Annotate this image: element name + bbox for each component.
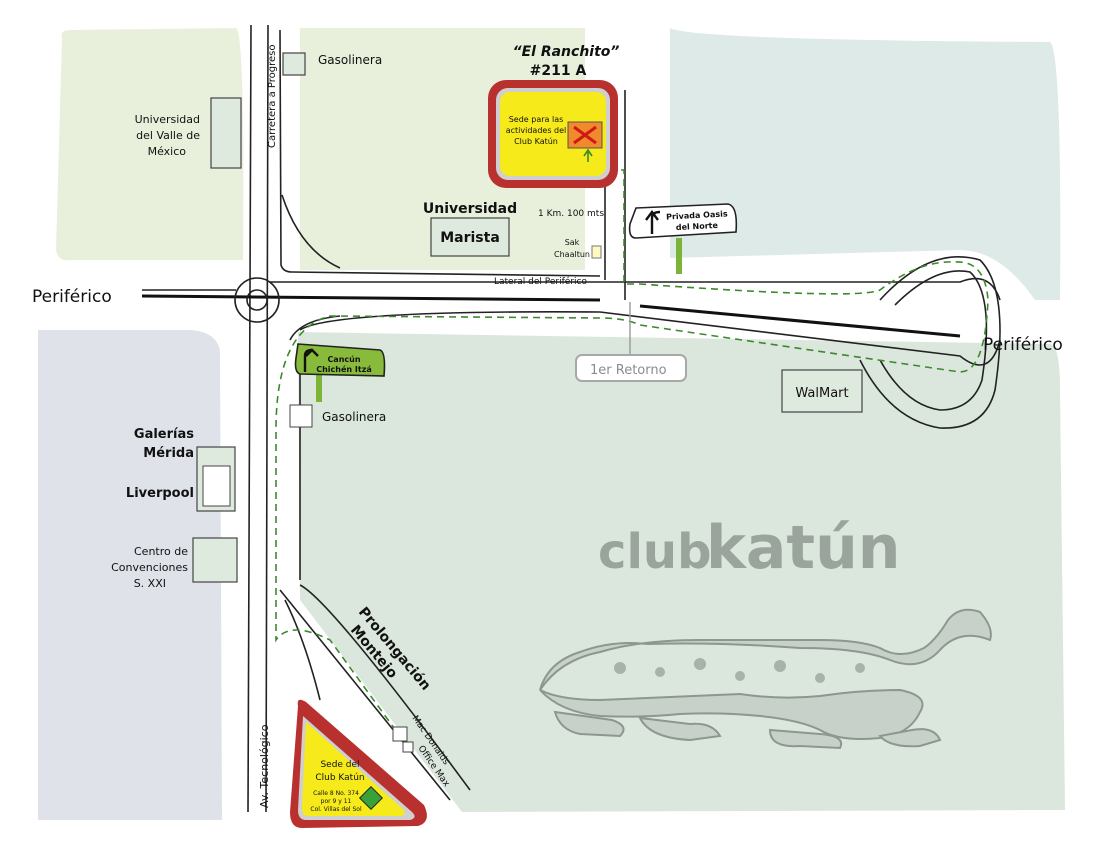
uvm-building [210, 97, 242, 169]
convenciones-building [192, 537, 238, 583]
sede-title-2: Club Katún [315, 773, 364, 783]
liverpool-building [202, 465, 231, 507]
sede-addr-3: Col. Villas del Sol [310, 806, 362, 813]
lateral-label: Lateral del Periférico [494, 276, 587, 287]
turn-right-icon [303, 348, 319, 372]
macdonalds-box [392, 726, 408, 742]
walmart-label: WalMart [795, 386, 848, 401]
marista-label-2: Marista [440, 230, 500, 246]
turn-left-icon [645, 210, 661, 234]
uvm-label-2: del Valle de [136, 129, 200, 142]
centro-label-2: Convenciones [111, 561, 188, 574]
centro-label-3: S. XXI [134, 577, 166, 590]
ranchito-title-1: “El Ranchito” [513, 44, 620, 60]
periferico-west-label: Periférico [32, 287, 112, 307]
cancun-sign-text-1: Cancún [327, 355, 360, 364]
ranchito-text-1: Sede para las [509, 115, 564, 124]
marista-label-1: Universidad [423, 201, 517, 217]
uvm-label-1: Universidad [135, 113, 200, 126]
retorno-text: 1er Retorno [590, 363, 667, 378]
sede-title-1: Sede del [320, 760, 359, 770]
ranchito-text-3: Club Katún [514, 137, 558, 146]
zone-northwest [56, 28, 244, 261]
gasolinera-north-box [282, 52, 306, 76]
sede-marker [358, 785, 384, 811]
ranchito-venue[interactable] [488, 80, 618, 188]
ranchito-title-2: #211 A [530, 63, 587, 79]
sign-privada-oasis [628, 203, 738, 274]
logo-katun: katún [706, 513, 901, 583]
zone-west [38, 330, 222, 820]
oasis-sign-text-2: del Norte [676, 221, 719, 232]
sak-box [591, 245, 602, 259]
retorno-label [575, 302, 687, 382]
ranchito-text-2: actividades del [506, 126, 567, 135]
marista-building [430, 217, 510, 257]
distance-label: 1 Km. 100 mts [538, 209, 604, 219]
sign-cancun [294, 343, 386, 402]
galerias-label-1: Galerías [134, 427, 194, 442]
jaguar-illustration [539, 608, 992, 750]
sak-label-1: Sak [565, 238, 580, 247]
logo-club: club [598, 524, 711, 580]
carretera-progreso-label: Carretera a Progreso [267, 45, 278, 148]
av-tecnologico-label: Av. Tecnológico [258, 724, 271, 808]
periferico-line-west [141, 294, 601, 302]
officemax-box [402, 741, 414, 753]
gasolinera-south-box [289, 404, 313, 428]
close-icon [573, 125, 597, 145]
arrow-up-icon [583, 148, 593, 162]
walmart-building [781, 369, 863, 413]
galerias-label-2: Mérida [143, 446, 194, 461]
centro-label-1: Centro de [134, 545, 188, 558]
oasis-sign-text-1: Privada Oasis [666, 209, 728, 221]
liverpool-label: Liverpool [126, 486, 194, 501]
sede-venue[interactable] [290, 699, 427, 828]
gasolinera-south-label: Gasolinera [322, 410, 386, 424]
zone-northeast [670, 28, 1061, 300]
periferico-line-east [639, 304, 961, 338]
sede-addr-1: Calle 8 No. 374 [313, 790, 359, 797]
gasolinera-north-label: Gasolinera [318, 53, 382, 67]
cancun-sign-text-2: Chichén Itzá [316, 364, 372, 374]
sede-addr-2: por 9 y 11 [321, 798, 352, 805]
periferico-east-label: Periférico [983, 335, 1063, 355]
route-path [275, 169, 989, 751]
uvm-label-3: México [148, 145, 187, 158]
sak-label-2: Chaaltun [554, 250, 590, 259]
